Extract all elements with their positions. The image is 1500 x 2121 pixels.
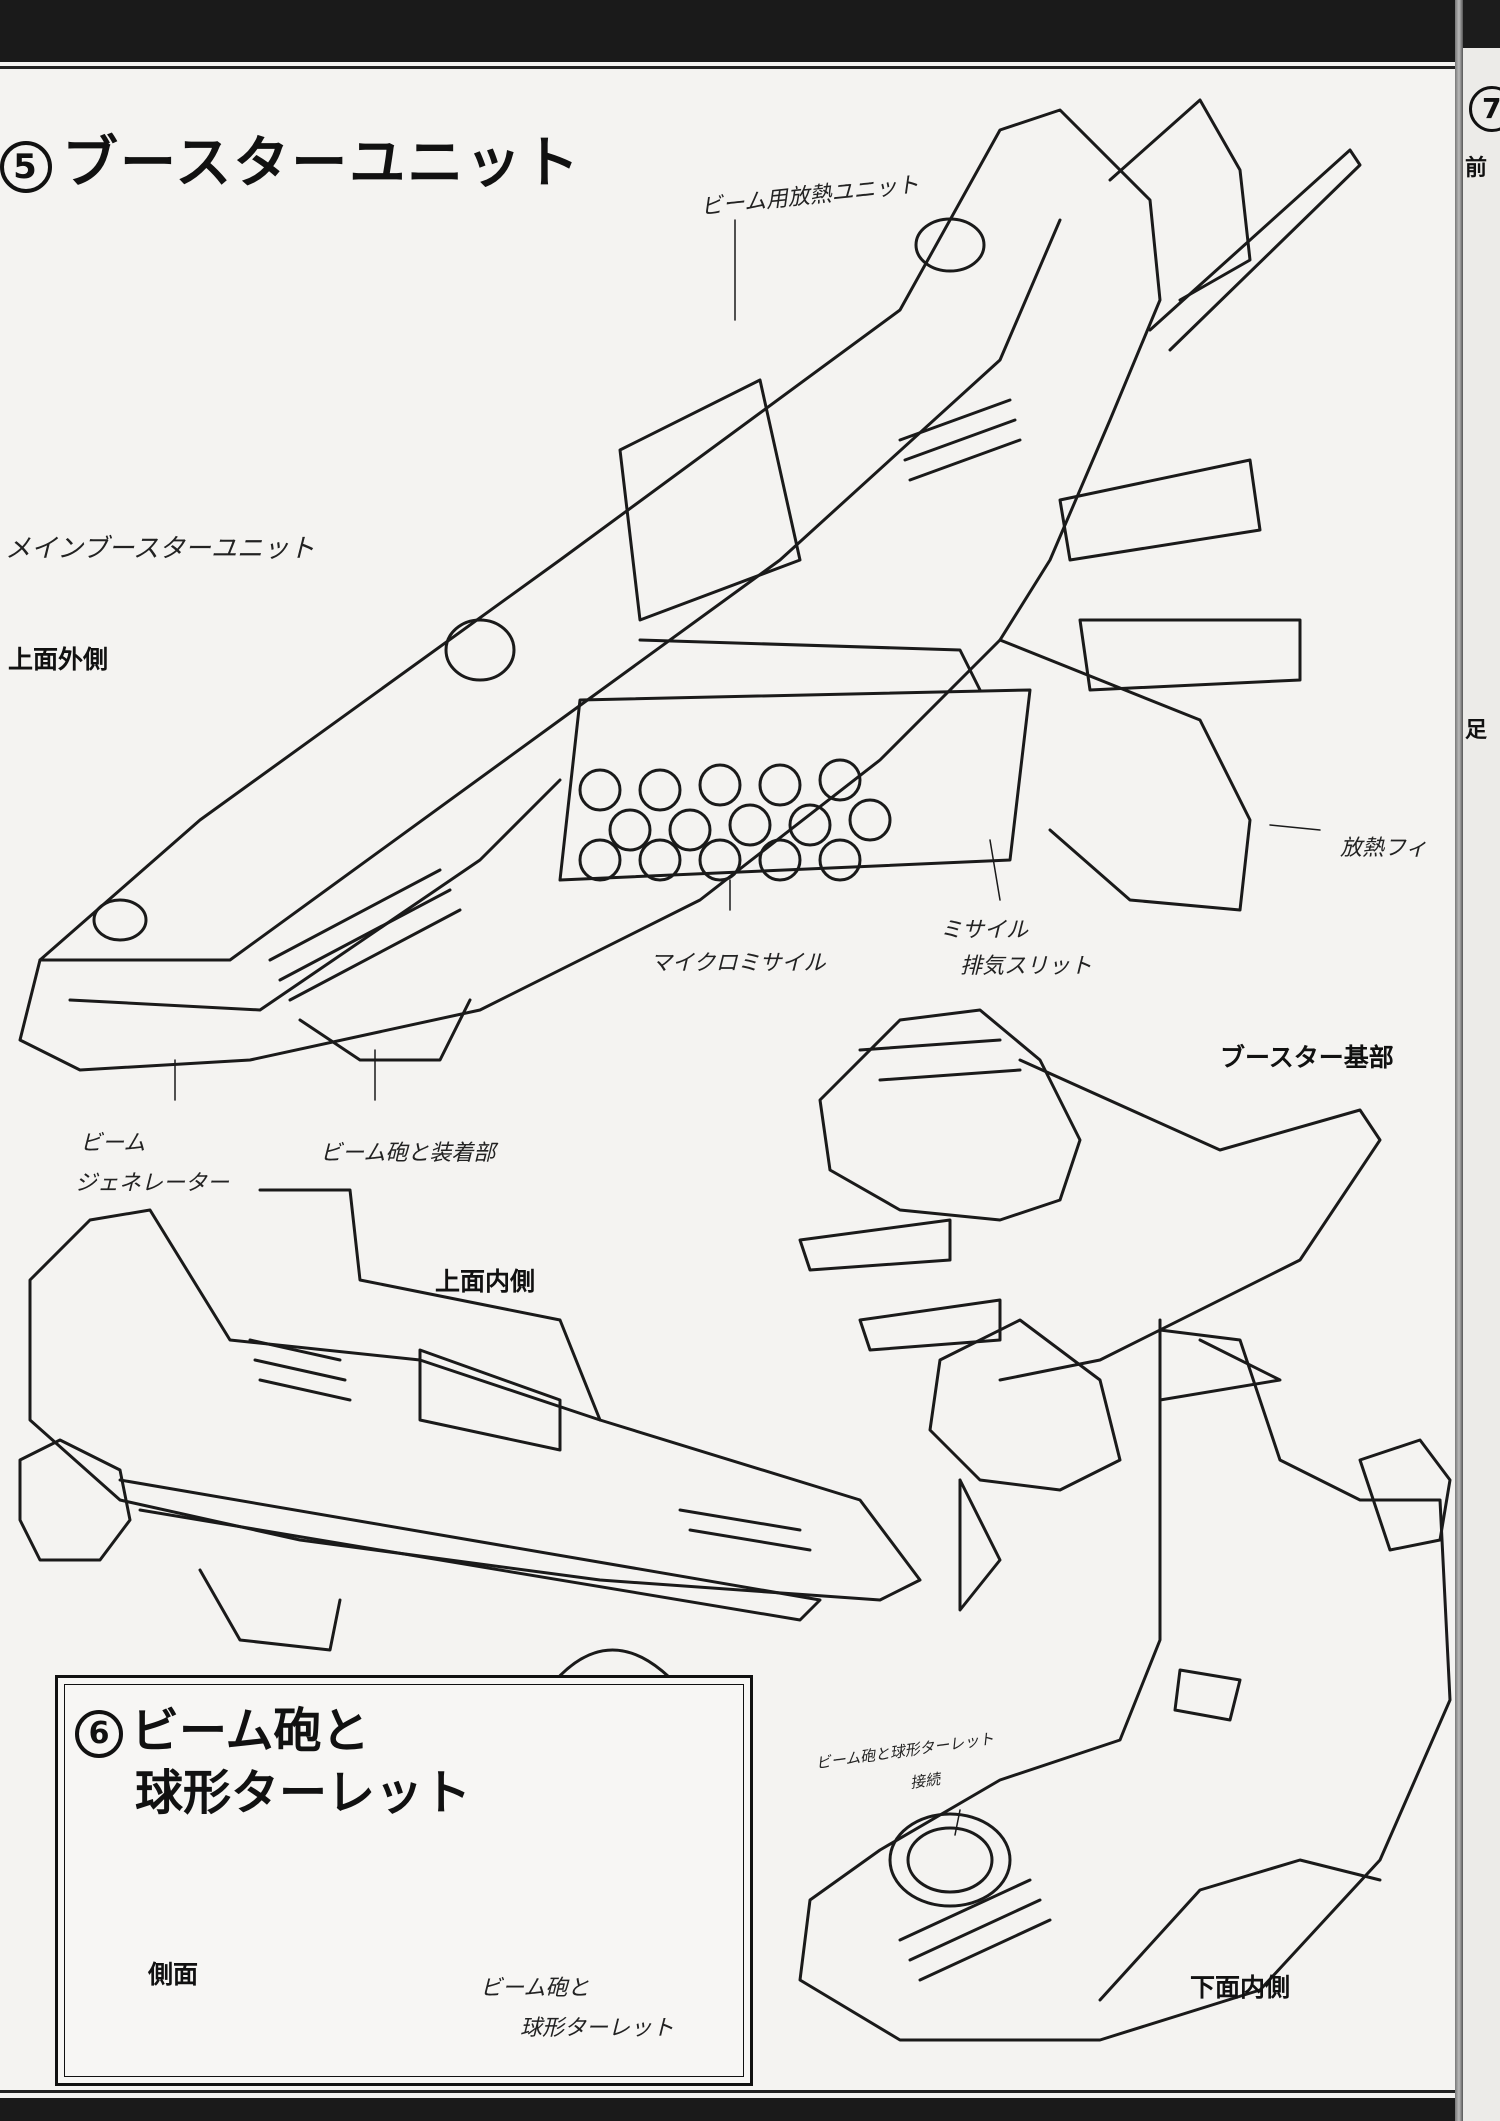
view-label-side: 側面 (148, 1960, 199, 1989)
note-section6-line2: 球形ターレット (520, 2016, 675, 2041)
note-turret-connection-line2: 接続 (908, 1769, 942, 1792)
booster-top-inner-drawing (18, 1188, 922, 1652)
note-section6-line1: ビーム砲と (480, 1976, 590, 2001)
section-6-title-line2: 球形ターレット (135, 1765, 472, 1821)
section-5-number: 5 (0, 140, 52, 193)
note-beam-generator-line1: ビーム (80, 1131, 146, 1156)
booster-top-outer-drawing (18, 98, 1362, 1072)
next-page-label-foot: 足 (1465, 718, 1488, 743)
next-page-top-bar (1463, 0, 1500, 48)
section-6-panel-inner-border (64, 1684, 744, 2077)
booster-base-drawing (798, 1008, 1382, 1612)
annotation-leader-lines (174, 219, 1321, 1836)
section-6-title-line1: ビーム砲と (131, 1703, 370, 1759)
section-6-panel (55, 1675, 753, 2086)
note-beam-cannon-mount: ビーム砲と装着部 (320, 1141, 496, 1166)
book-spine (1455, 0, 1463, 2121)
top-border-bar (0, 0, 1455, 62)
bottom-rule (0, 2090, 1455, 2093)
view-label-bottom-inner: 下面内側 (1190, 1973, 1291, 2002)
note-micro-missile: マイクロミサイル (650, 951, 826, 976)
top-rule (0, 66, 1455, 69)
view-label-top-inner: 上面内側 (435, 1267, 536, 1296)
bottom-border-bar (0, 2098, 1455, 2121)
next-page-label-front: 前 (1465, 156, 1488, 181)
view-label-booster-base: ブースター基部 (1220, 1043, 1394, 1072)
note-radiator-fin: 放熱フィ (1340, 836, 1428, 861)
next-page-section-number: 7 (1469, 86, 1500, 132)
micro-missile-tubes (578, 758, 892, 882)
view-label-top-outer: 上面外側 (8, 645, 109, 674)
note-main-booster-unit: メインブースターユニット (5, 534, 315, 564)
booster-bottom-inner-drawing (798, 1328, 1452, 2042)
note-missile-line2: 排気スリット (960, 954, 1093, 979)
section-5-title-text: ブースターユニット (62, 131, 582, 196)
section-6-number: 6 (75, 1710, 123, 1758)
note-missile-line1: ミサイル (940, 918, 1029, 943)
next-page-edge: 7 前 足 (1463, 0, 1500, 2121)
mecha-line-art (18, 98, 1452, 2042)
note-beam-generator-line2: ジェネレーター (75, 1171, 230, 1196)
